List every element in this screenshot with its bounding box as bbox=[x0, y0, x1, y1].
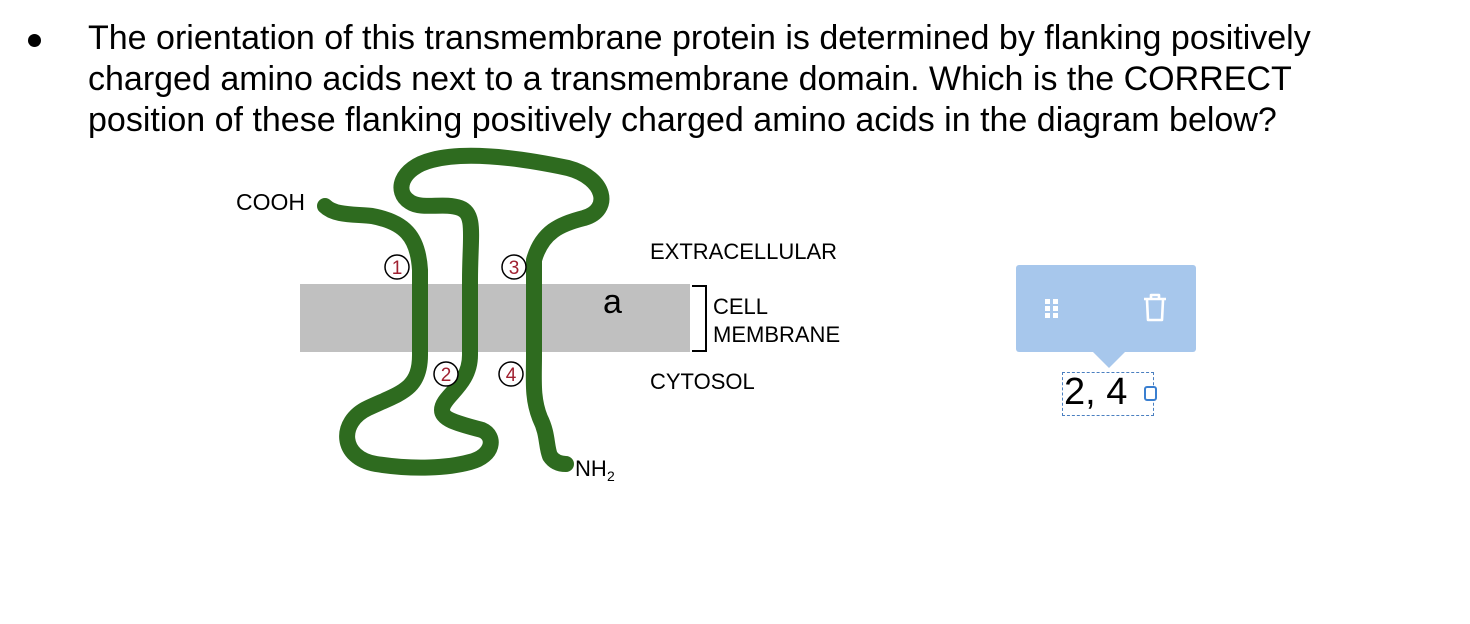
label-nh2-subscript: 2 bbox=[607, 468, 615, 484]
transmembrane-protein-diagram: 1 2 3 4 COOH NH 2 EXTRACELLULAR CELL MEM… bbox=[0, 0, 1000, 624]
position-marker-1: 1 bbox=[385, 255, 409, 279]
svg-text:3: 3 bbox=[509, 258, 520, 279]
label-cooh: COOH bbox=[236, 189, 305, 215]
label-cytosol: CYTOSOL bbox=[650, 369, 755, 394]
svg-text:2: 2 bbox=[441, 365, 452, 386]
label-nh2: NH bbox=[575, 456, 607, 481]
membrane-bracket bbox=[692, 286, 706, 351]
resize-handle-icon[interactable] bbox=[1144, 386, 1157, 401]
answer-value[interactable]: 2, 4 bbox=[1064, 370, 1127, 414]
trash-icon[interactable] bbox=[1140, 292, 1170, 324]
label-membrane-marker-a: a bbox=[603, 283, 622, 321]
label-cell: CELL bbox=[713, 294, 768, 319]
label-extracellular: EXTRACELLULAR bbox=[650, 239, 837, 264]
position-marker-3: 3 bbox=[502, 255, 526, 279]
svg-text:1: 1 bbox=[392, 258, 403, 279]
drag-handle-icon[interactable] bbox=[1040, 295, 1066, 321]
svg-text:4: 4 bbox=[506, 365, 517, 386]
cell-membrane bbox=[300, 284, 690, 352]
label-membrane: MEMBRANE bbox=[713, 322, 840, 347]
position-marker-4: 4 bbox=[499, 362, 523, 386]
position-marker-2: 2 bbox=[434, 362, 458, 386]
toolbar-pointer bbox=[1091, 350, 1127, 368]
